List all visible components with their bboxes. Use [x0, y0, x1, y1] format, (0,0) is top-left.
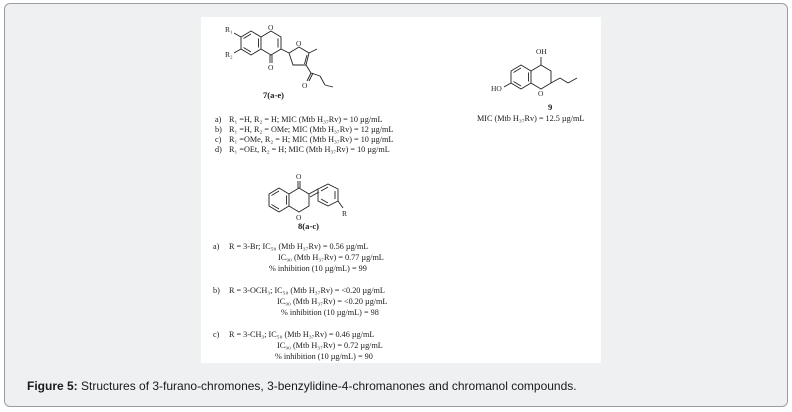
figure-caption: Figure 5: Structures of 3-furano-chromon… — [27, 379, 577, 393]
compound-9-mic: MIC (Mtb H₃₇Rv) = 12.5 µg/mL — [477, 114, 585, 123]
compound-7-line-d-letter: d) — [215, 145, 222, 154]
oh-label: OH — [536, 47, 547, 56]
compound-8-a-letter: a) — [213, 242, 220, 251]
compound-7-line-d: R₁ =OEt, R₂ = H; MIC (Mtb H₃₇Rv) = 10 µg… — [229, 145, 390, 154]
ring-oxygen-label: O — [268, 23, 274, 32]
r-label: R — [342, 209, 347, 218]
compound-9-label: 9 — [548, 102, 553, 112]
compound-8-a-line-2: IC₉₀ (Mtb H₃₇Rv) = 0.77 µg/mL — [278, 253, 384, 262]
r2-label: R₂ — [225, 50, 233, 59]
compound-8-c-line-3: % inhibition (10 µg/mL) = 90 — [275, 352, 373, 361]
compound-8-b-line-2: IC₉₀ (Mtb H₃₇Rv) = <0.20 µg/mL — [277, 297, 388, 306]
furan-oxygen-label: O — [296, 39, 302, 48]
compound-8-label: 8(a-c) — [298, 221, 319, 231]
carbonyl-oxygen-label: O — [296, 172, 302, 181]
ring-oxygen-label: O — [538, 89, 544, 98]
compound-7-structure: R₁ R₂ O O O O — [225, 23, 334, 90]
compound-8-b-letter: b) — [213, 286, 220, 295]
compound-8-a-line-3: % inhibition (10 µg/mL) = 99 — [269, 264, 367, 273]
compound-9-structure: OH HO O — [491, 47, 578, 98]
r1-label: R₁ — [225, 25, 233, 34]
compound-7-line-c-letter: c) — [215, 135, 222, 144]
caption-prefix: Figure 5: — [27, 379, 78, 393]
compound-7-line-b-letter: b) — [215, 125, 222, 134]
caption-text: Structures of 3-furano-chromones, 3-benz… — [77, 379, 577, 393]
ketone-oxygen-label: O — [302, 81, 308, 90]
compound-7-line-a: R₁ =H, R₂ = H; MIC (Mtb H₃₇Rv) = 10 µg/m… — [229, 115, 383, 124]
compound-7-line-a-letter: a) — [215, 115, 222, 124]
compound-8-b-line-3: % inhibition (10 µg/mL) = 98 — [281, 308, 379, 317]
compound-8-c-letter: c) — [213, 330, 220, 339]
compound-8-structure: O O R — [268, 172, 347, 222]
compound-7-line-b: R₁ =H, R₂ = OMe; MIC (Mtb H₃₇Rv) = 12 µg… — [229, 125, 394, 134]
figure-panel: R₁ R₂ O O O O 7(a-e) a) R₁ =H, R₂ = H; M… — [4, 3, 788, 407]
compound-8-a-line-1: R = 3-Br; IC₅₀ (Mtb H₃₇Rv) = 0.56 µg/mL — [229, 242, 369, 251]
ho-label: HO — [491, 84, 502, 93]
compound-7-label: 7(a-e) — [263, 90, 284, 100]
ring-oxygen-label: O — [296, 213, 302, 222]
figure-image: R₁ R₂ O O O O 7(a-e) a) R₁ =H, R₂ = H; M… — [201, 17, 601, 363]
carbonyl-oxygen-label: O — [268, 63, 274, 72]
compound-8-c-line-2: IC₉₀ (Mtb H₃₇Rv) = 0.72 µg/mL — [277, 341, 383, 350]
compound-8-b-line-1: R = 3-OCH₃; IC₅₀ (Mtb H₃₇Rv) = <0.20 µg/… — [229, 286, 385, 295]
compound-8-c-line-1: R = 3-CH₃; IC₅₀ (Mtb H₃₇Rv) = 0.46 µg/mL — [229, 330, 375, 339]
compound-7-line-c: R₁ =OMe, R₂ = H; MIC (Mtb H₃₇Rv) = 10 µg… — [229, 135, 394, 144]
